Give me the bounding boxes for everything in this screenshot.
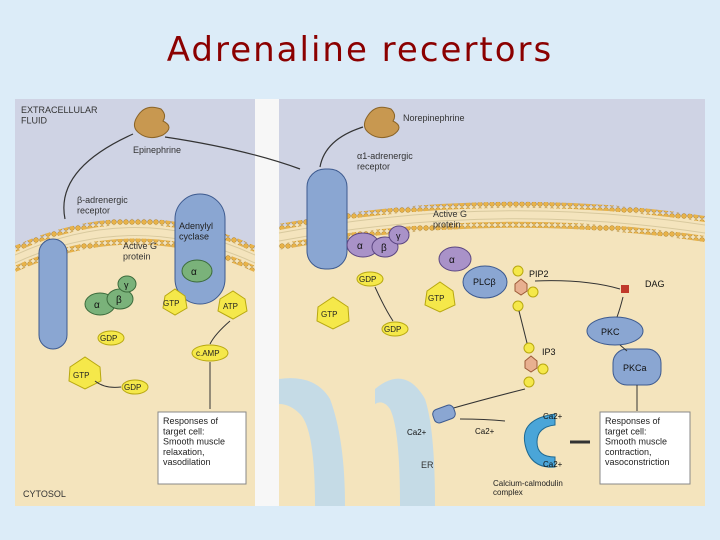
gdp-badge-3: GDP <box>356 271 384 287</box>
plc-shape <box>462 265 508 299</box>
pip2-shape <box>514 278 528 296</box>
gdp-badge-1: GDP <box>97 330 125 346</box>
beta-receptor-shape <box>38 238 68 350</box>
svg-text:GDP: GDP <box>100 334 117 343</box>
svg-text:c.AMP: c.AMP <box>196 349 220 358</box>
er-shape <box>279 378 435 506</box>
label-gamma-left: γ <box>124 280 129 290</box>
gdp-badge-2: GDP <box>121 379 149 395</box>
label-pkca: PKCa <box>623 363 647 373</box>
norepinephrine-icon <box>363 106 400 139</box>
label-ca-calmodulin-2: Ca2+ <box>543 460 563 469</box>
svg-text:GTP: GTP <box>73 371 89 380</box>
g-beta-right <box>371 236 399 258</box>
phosphate-3 <box>512 300 524 312</box>
label-alpha-plc: α <box>449 255 455 266</box>
label-alpha-cyclase: α <box>191 267 197 278</box>
gtp-badge-4: GTP <box>316 296 350 330</box>
gtp-badge-3: GTP <box>424 281 456 313</box>
ip3-shape <box>524 355 538 373</box>
phosphate-4 <box>523 342 535 354</box>
label-alpha-right: α <box>357 241 363 252</box>
slide-title: Adrenaline recertors <box>166 30 554 70</box>
arrow-ca-release <box>459 418 506 422</box>
gtp-badge-1: GTP <box>162 288 188 316</box>
label-pip2: PIP2 <box>529 269 549 279</box>
label-dag: DAG <box>645 279 665 289</box>
arrow-pip2-dag <box>534 280 621 290</box>
arrow-ip3-er <box>449 388 526 410</box>
label-plc: PLCβ <box>473 277 496 287</box>
g-gamma-left <box>117 275 137 293</box>
label-ca-cytosol: Ca2+ <box>475 427 495 436</box>
alpha-receptor-shape <box>306 168 348 270</box>
arrow-gtp-gdp <box>94 380 122 388</box>
phosphate-1 <box>512 265 524 277</box>
label-beta-right: β <box>381 243 387 254</box>
label-cytosol: CYTOSOL <box>23 489 66 499</box>
arrow-gdp-right <box>374 286 394 322</box>
label-beta-left: β <box>116 295 122 306</box>
er-channel <box>432 404 456 424</box>
arrow-epi-right <box>164 136 301 170</box>
svg-text:GDP: GDP <box>124 383 141 392</box>
label-gamma-right: γ <box>396 231 401 241</box>
svg-text:GDP: GDP <box>359 275 376 284</box>
label-ip3: IP3 <box>542 347 556 357</box>
label-pkc: PKC <box>601 327 620 337</box>
label-er: ER <box>421 460 434 470</box>
phosphate-2 <box>527 286 539 298</box>
label-epinephrine: Epinephrine <box>133 145 181 155</box>
camp-badge: c.AMP <box>191 344 229 362</box>
g-alpha-cyclase <box>181 259 213 283</box>
phosphate-6 <box>523 376 535 388</box>
g-alpha-plc <box>438 246 472 272</box>
arrow-pip2-ip3 <box>518 310 528 344</box>
svg-text:GTP: GTP <box>321 310 337 319</box>
adenylyl-cyclase-shape <box>174 193 226 305</box>
arrow-pkc-pkca <box>619 344 628 352</box>
arrow-epi-left <box>63 133 134 220</box>
gtp-badge-2: GTP <box>68 356 102 390</box>
phosphate-5 <box>537 363 549 375</box>
label-norepinephrine: Norepinephrine <box>403 113 465 123</box>
svg-text:GTP: GTP <box>428 294 444 303</box>
arrow-atp-camp <box>209 320 231 345</box>
svg-text:GDP: GDP <box>384 325 401 334</box>
pkc-shape <box>586 316 644 346</box>
label-alpha-left: α <box>94 300 100 311</box>
label-ca-calmodulin-1: Ca2+ <box>543 412 563 421</box>
dag-marker <box>621 285 629 293</box>
svg-text:GTP: GTP <box>163 299 179 308</box>
right-panel <box>278 99 706 506</box>
svg-text:ATP: ATP <box>223 302 238 311</box>
arrow-norepi <box>319 126 364 168</box>
g-gamma-right <box>388 225 410 245</box>
label-ca-er: Ca2+ <box>407 428 427 437</box>
atp-badge: ATP <box>217 290 248 320</box>
arrow-dag-pkc <box>616 296 624 318</box>
calmodulin-shape <box>523 413 556 468</box>
epinephrine-icon <box>133 106 170 139</box>
gdp-badge-4: GDP <box>381 321 409 337</box>
